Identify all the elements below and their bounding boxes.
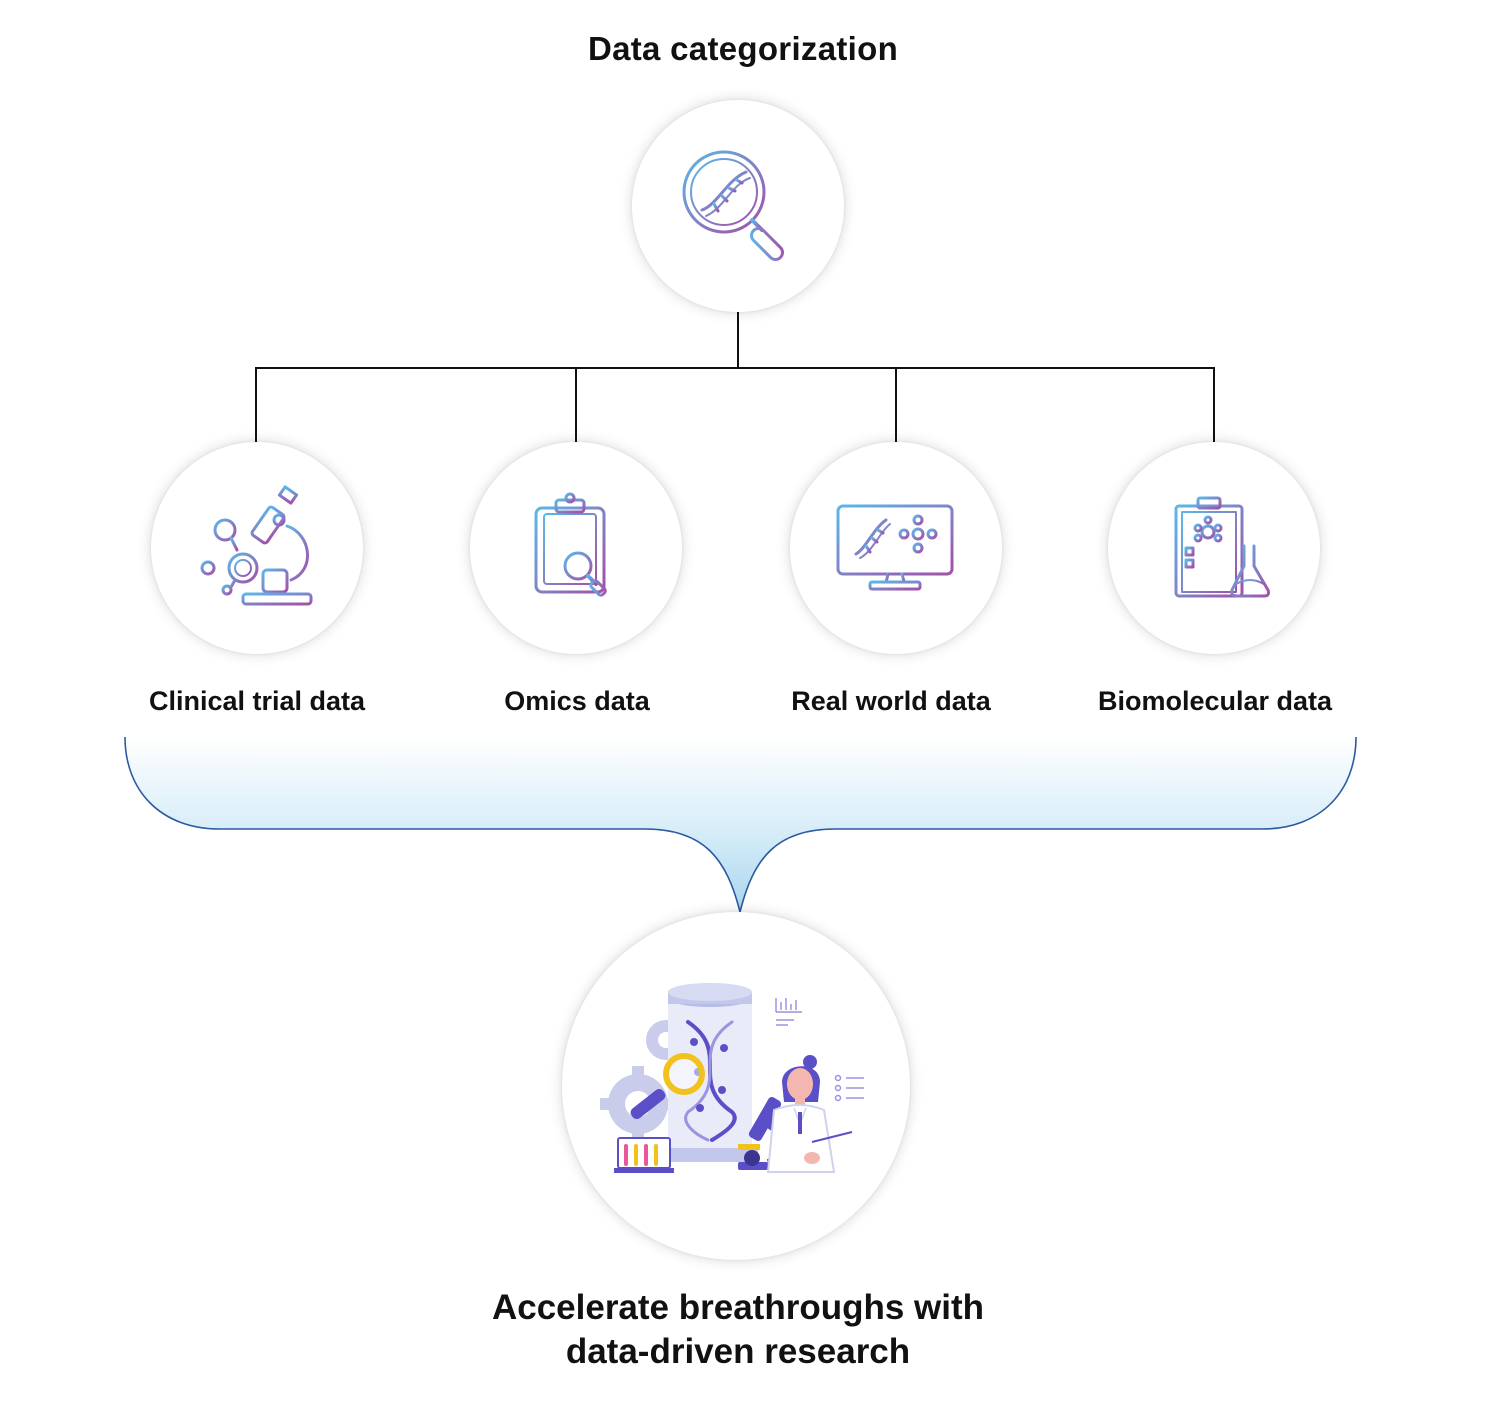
clipboard-flask-icon <box>1174 496 1270 598</box>
category-label-biomolecular: Biomolecular data <box>1097 686 1333 716</box>
category-label-real-world: Real world data <box>791 686 991 716</box>
dna-magnifier-icon <box>682 150 784 261</box>
microscope-icon <box>200 485 313 606</box>
outcome-caption-line-1: Accelerate breathroughs with <box>491 1288 985 1327</box>
root-node <box>632 100 844 312</box>
scientist-lab-illustration <box>600 983 864 1173</box>
category-node-clinical <box>151 442 363 654</box>
category-node-real-world <box>790 442 1002 654</box>
outcome-caption-line-2: data-driven research <box>565 1332 911 1371</box>
monitor-dna-icon <box>836 504 954 591</box>
clipboard-search-icon <box>534 492 607 597</box>
category-label-clinical: Clinical trial data <box>148 686 366 716</box>
outcome-caption: Accelerate breathroughs with data-driven… <box>0 1286 1476 1374</box>
category-label-omics: Omics data <box>504 686 650 716</box>
category-node-biomolecular <box>1108 442 1320 654</box>
page-title: Data categorization <box>587 30 899 67</box>
category-node-omics <box>470 442 682 654</box>
tree-connectors <box>255 312 1215 442</box>
outcome-node <box>562 912 910 1260</box>
